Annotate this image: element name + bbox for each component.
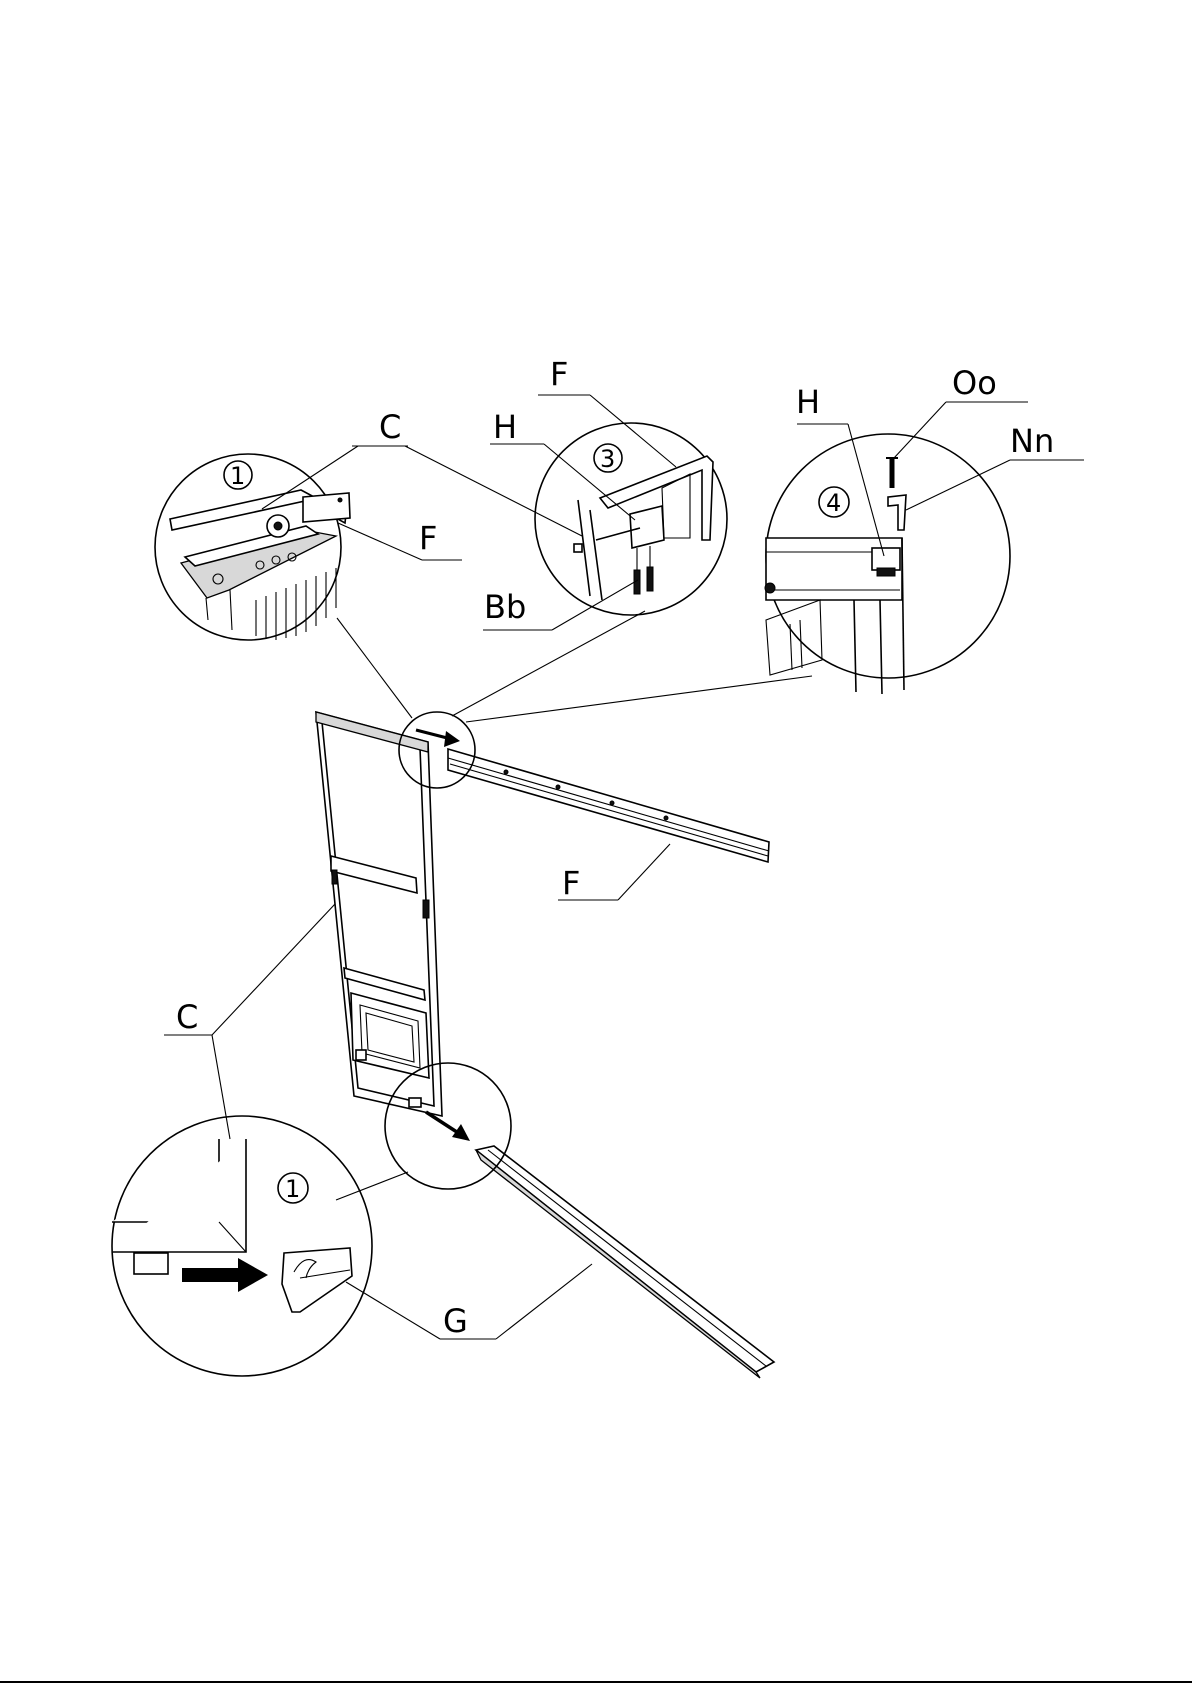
label-bb: Bb [484,588,526,626]
step-number-1-bottom: 1 [285,1175,300,1203]
screws-bb [634,546,653,594]
bottom-track-g [476,1146,774,1378]
label-g: G [443,1302,468,1340]
detail-4 [765,434,1010,694]
step-number-3: 3 [600,445,615,473]
label-oo: Oo [952,364,997,402]
label-f-detail3: F [550,355,568,393]
step-number-1-top: 1 [230,462,245,490]
detail-1-bottom [112,1116,372,1376]
insert-arrow-bottom [426,1112,470,1141]
detail-3 [535,423,727,615]
step-number-4: 4 [826,489,841,517]
detail-1-top [155,454,350,640]
label-h-detail3: H [493,408,517,446]
label-c-left: C [176,998,198,1036]
insert-arrow-detail [182,1258,268,1292]
label-f-rail: F [562,864,580,902]
screen-door [316,712,442,1116]
clip-nn [888,495,906,530]
screw-oo [886,458,898,488]
top-track-f [448,749,769,862]
label-c-top: C [379,408,401,446]
label-f-detail1: F [419,519,437,557]
label-nn: Nn [1010,422,1054,460]
label-h-detail4: H [796,383,820,421]
